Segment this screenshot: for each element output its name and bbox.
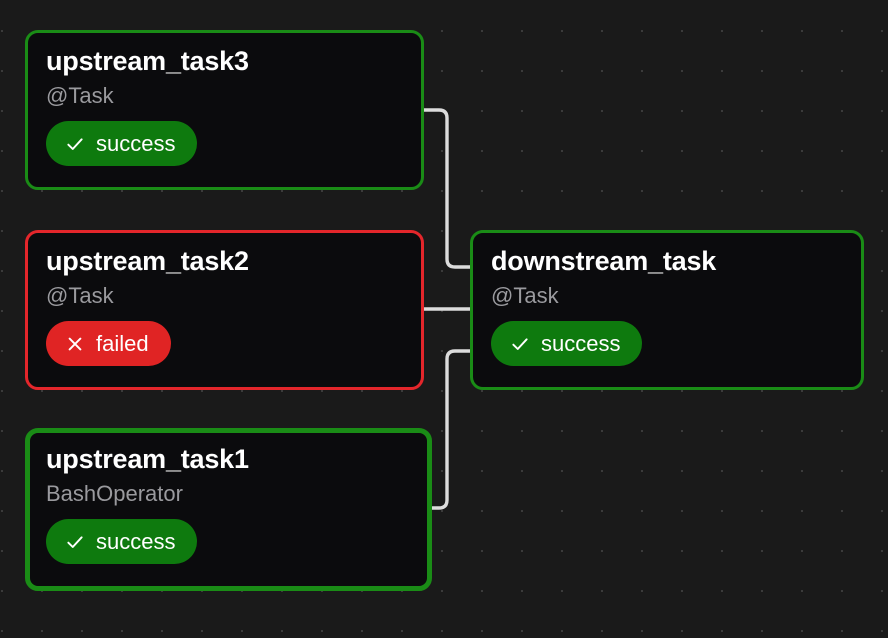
node-subtitle: @Task (491, 283, 559, 309)
node-subtitle: @Task (46, 283, 114, 309)
node-body: upstream_task1 BashOperator success (30, 433, 427, 586)
status-badge[interactable]: success (491, 321, 643, 367)
node-title: upstream_task1 (46, 444, 249, 474)
edge-upstream_task1-downstream_task (430, 349, 472, 510)
node-upstream_task1[interactable]: upstream_task1 BashOperator success (25, 428, 432, 591)
status-label: failed (96, 330, 149, 356)
status-badge[interactable]: failed (46, 321, 171, 367)
node-upstream_task3[interactable]: upstream_task3 @Task success (25, 30, 424, 190)
edge-upstream_task3-downstream_task (422, 108, 472, 269)
node-title: upstream_task3 (46, 46, 249, 76)
cross-icon (68, 337, 82, 351)
status-label: success (96, 528, 176, 554)
status-badge[interactable]: success (46, 121, 198, 167)
node-title: upstream_task2 (46, 246, 249, 276)
status-badge[interactable]: success (46, 519, 198, 565)
status-label: success (96, 130, 176, 156)
node-body: upstream_task2 @Task failed (28, 233, 421, 387)
check-icon (67, 536, 83, 548)
check-icon (512, 338, 528, 350)
node-body: downstream_task @Task success (473, 233, 861, 387)
node-upstream_task2[interactable]: upstream_task2 @Task failed (25, 230, 424, 390)
check-icon (67, 138, 83, 150)
node-downstream_task[interactable]: downstream_task @Task success (470, 230, 864, 390)
node-title: downstream_task (491, 246, 717, 276)
node-body: upstream_task3 @Task success (28, 33, 421, 187)
node-subtitle: BashOperator (46, 481, 183, 507)
status-label: success (541, 330, 621, 356)
node-subtitle: @Task (46, 83, 114, 109)
